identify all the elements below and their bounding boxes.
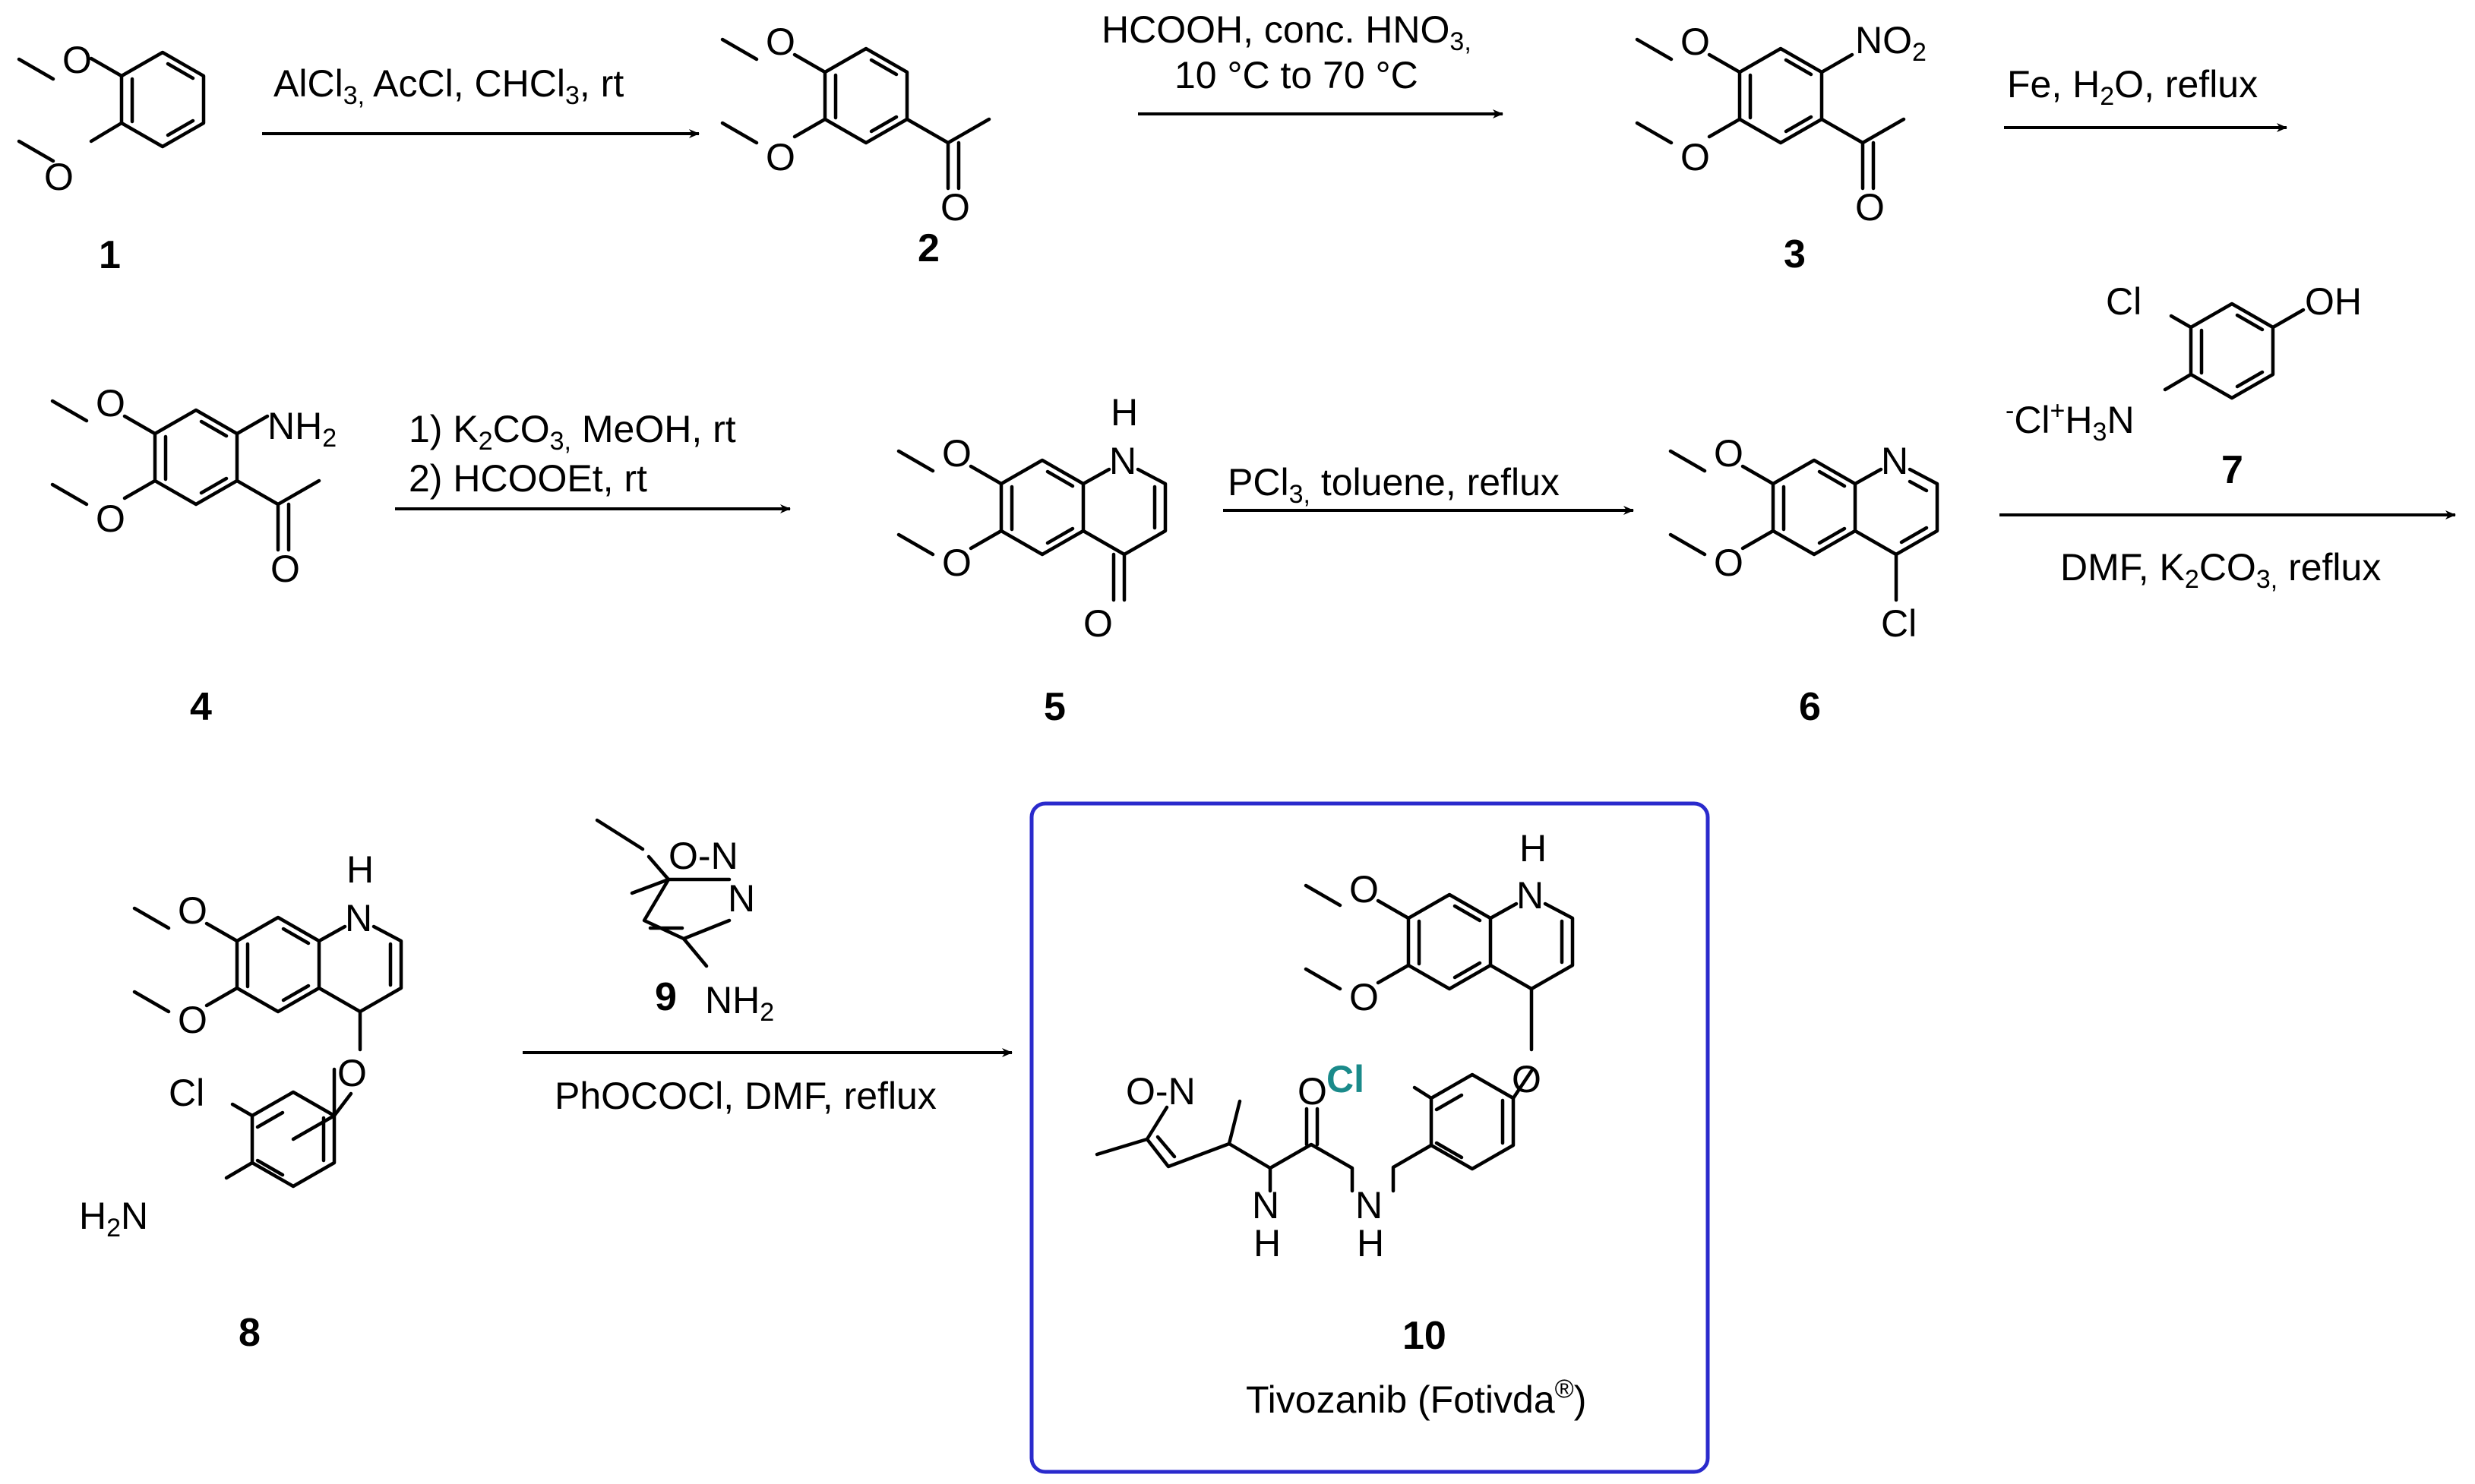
atom-H: H <box>346 848 374 891</box>
atom-O: O <box>1714 542 1743 584</box>
condition-step-4-line-1: 1) K2CO3, MeOH, rt <box>409 408 736 456</box>
compound-label-10: 10 <box>1402 1314 1446 1358</box>
atom-O: O <box>178 999 207 1041</box>
atom-O: O <box>62 39 92 81</box>
condition-step-2-line-1: HCOOH, conc. HNO3, <box>1102 8 1471 56</box>
compound-9-structure: O-N N NH2 <box>595 818 774 1027</box>
compound-2-structure: O O O <box>720 21 991 229</box>
atom-O: O <box>1680 21 1710 63</box>
amino-group: H2N <box>79 1195 148 1242</box>
atom-O: O <box>1349 868 1379 911</box>
compound-3-structure: O O NO2 O <box>1635 19 1927 229</box>
condition-step-7: PhOCOCl, DMF, reflux <box>555 1075 937 1117</box>
compound-label-7: 7 <box>2221 448 2243 492</box>
atom-O: O <box>44 156 74 198</box>
condition-step-4-line-2: 2) HCOOEt, rt <box>409 457 647 500</box>
atom-N: N <box>1252 1184 1279 1227</box>
compound-10-structure: H N O O O Cl O N H N H O-N <box>1095 827 1575 1265</box>
atom-O: O <box>178 889 207 932</box>
compound-4-structure: O O NH2 O <box>50 382 337 590</box>
atom-N: N <box>1516 874 1544 917</box>
condition-step-3: Fe, H2O, reflux <box>2007 63 2258 111</box>
atom-O: O-N <box>669 835 738 877</box>
atom-N: N <box>1881 440 1908 482</box>
atom-O: O <box>96 497 125 540</box>
condition-step-1: AlCl3, AcCl, CHCl3, rt <box>273 62 624 110</box>
condition-step-5: PCl3, toluene, reflux <box>1228 461 1560 509</box>
compound-6-structure: N O O Cl <box>1668 432 1939 645</box>
compound-label-3: 3 <box>1784 232 1806 276</box>
hydroxyl-group: OH <box>2305 280 2362 323</box>
atom-O: O <box>942 542 972 584</box>
atom-N: N <box>728 877 755 920</box>
atom-N: N <box>345 897 372 939</box>
compound-label-6: 6 <box>1799 685 1821 729</box>
atom-O: O <box>1855 186 1885 229</box>
atom-O: O <box>1083 602 1113 645</box>
condition-step-6: DMF, K2CO3, reflux <box>2060 546 2381 594</box>
compound-label-4: 4 <box>190 685 212 729</box>
compound-8-structure: H N O O O Cl H2N <box>79 848 403 1242</box>
atom-O: O <box>1714 432 1743 475</box>
compound-label-8: 8 <box>239 1311 261 1355</box>
nitro-group: NO2 <box>1855 19 1927 67</box>
atom-H: H <box>1253 1222 1281 1265</box>
isoxazole-O-N: O-N <box>1126 1070 1196 1113</box>
amino-group: NH2 <box>705 979 774 1027</box>
atom-Cl: Cl <box>2106 280 2142 323</box>
atom-O: O <box>1512 1058 1541 1100</box>
atom-H: H <box>1111 391 1138 434</box>
atom-O: O <box>96 382 125 425</box>
compound-label-1: 1 <box>99 233 121 277</box>
condition-step-2-line-2: 10 °C to 70 °C <box>1174 54 1418 96</box>
atom-O: O <box>942 432 972 475</box>
atom-Cl-highlighted: Cl <box>1326 1058 1364 1100</box>
compound-7-structure: Cl OH -Cl+H3N <box>2006 280 2362 447</box>
atom-N: N <box>1355 1184 1383 1227</box>
compound-1-structure: O O <box>17 39 206 198</box>
atom-O: O <box>337 1052 367 1094</box>
compound-label-5: 5 <box>1044 685 1066 729</box>
drug-name: Tivozanib (Fotivda®) <box>1246 1375 1586 1421</box>
atom-O: O <box>270 548 300 590</box>
atom-O: O <box>940 186 970 229</box>
atom-Cl: Cl <box>1881 602 1917 645</box>
atom-N: N <box>1109 440 1136 482</box>
amino-group: NH2 <box>267 405 337 453</box>
compound-5-structure: H N O O O <box>896 391 1168 645</box>
atom-O: O <box>766 136 795 178</box>
atom-H: H <box>1519 827 1547 870</box>
atom-O: O <box>1349 976 1379 1018</box>
atom-O: O <box>1298 1070 1327 1113</box>
atom-H: H <box>1357 1222 1384 1265</box>
compound-label-9: 9 <box>655 975 677 1019</box>
ammonium-chloride: -Cl+H3N <box>2006 396 2135 447</box>
atom-O: O <box>1680 136 1710 178</box>
atom-Cl: Cl <box>169 1072 204 1114</box>
compound-label-2: 2 <box>918 226 940 270</box>
product-highlight-box <box>1029 801 1710 1474</box>
atom-O: O <box>766 21 795 63</box>
